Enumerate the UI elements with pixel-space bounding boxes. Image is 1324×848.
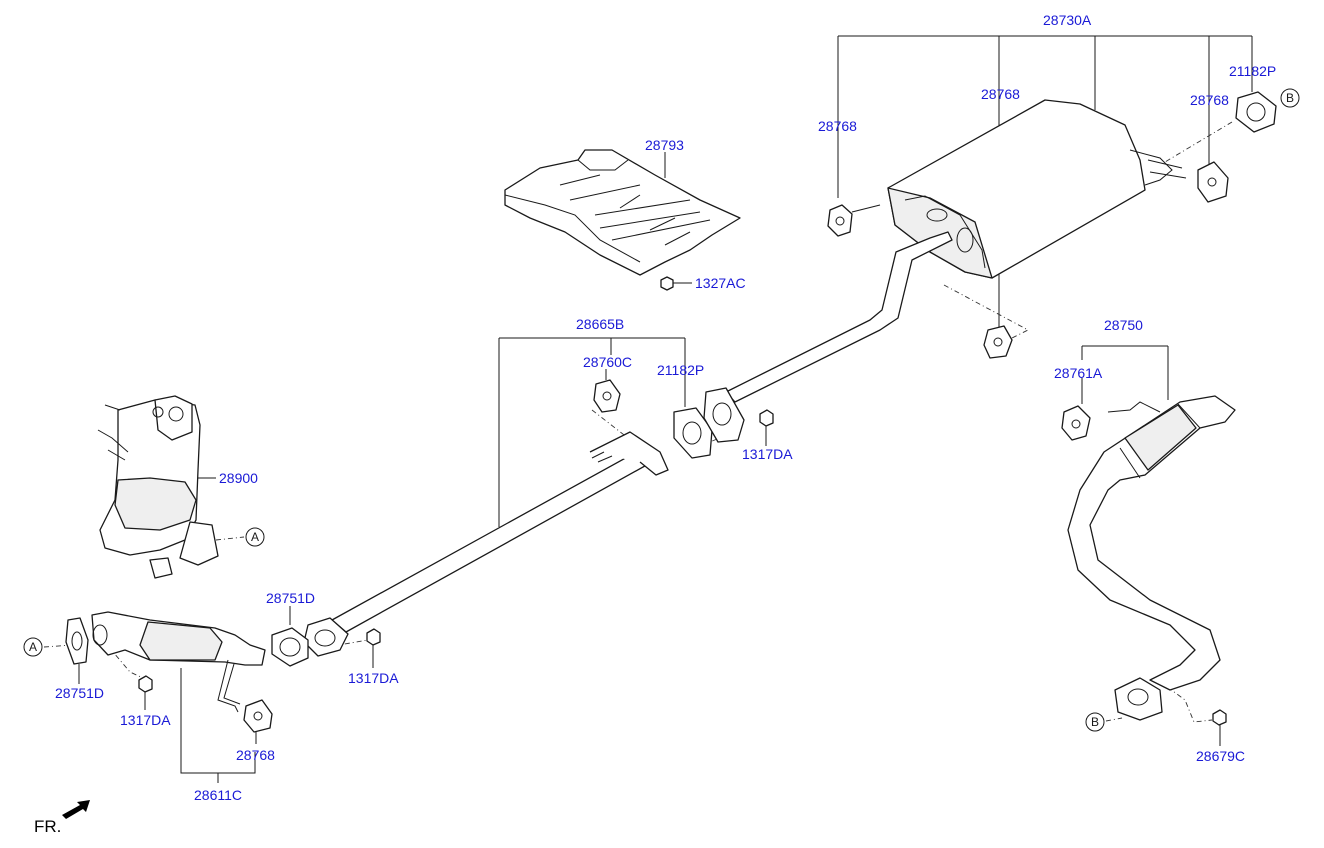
label-21182p-top[interactable]: 21182P xyxy=(1229,63,1276,79)
hanger-28768-c[interactable] xyxy=(1197,161,1229,203)
main-muffler[interactable] xyxy=(725,99,1187,403)
label-28611c[interactable]: 28611C xyxy=(194,787,242,803)
gasket-21182p-top[interactable] xyxy=(1235,91,1277,133)
label-28751d-right[interactable]: 28751D xyxy=(266,590,315,606)
tail-pipe[interactable] xyxy=(1067,395,1236,721)
label-28900[interactable]: 28900 xyxy=(219,470,258,486)
label-28665b[interactable]: 28665B xyxy=(576,316,624,332)
nut-1317da-lower[interactable] xyxy=(366,628,381,646)
gasket-28751d-right[interactable] xyxy=(271,627,309,667)
muffler-inlet-flange xyxy=(703,387,745,443)
nut-1317da-mid[interactable] xyxy=(759,409,774,427)
label-1317da-lower[interactable]: 1317DA xyxy=(348,670,399,686)
nut-28679c[interactable] xyxy=(1212,709,1227,726)
gasket-21182p-mid[interactable] xyxy=(673,407,713,459)
hanger-28761a[interactable] xyxy=(1061,405,1091,441)
front-pipe[interactable] xyxy=(91,611,266,713)
ref-b-upper-text: B xyxy=(1286,91,1294,105)
label-1317da-left[interactable]: 1317DA xyxy=(120,712,171,728)
label-28768-left[interactable]: 28768 xyxy=(818,118,857,134)
label-28730a[interactable]: 28730A xyxy=(1043,12,1092,28)
heat-shield[interactable] xyxy=(504,149,741,276)
label-28768-center[interactable]: 28768 xyxy=(981,86,1020,102)
label-21182p-mid[interactable]: 21182P xyxy=(657,362,704,378)
hanger-28768-d[interactable] xyxy=(243,699,273,733)
ref-a-lower: A xyxy=(23,637,43,657)
gasket-28751d-left[interactable] xyxy=(65,617,89,665)
front-direction-indicator: FR. xyxy=(34,800,90,836)
nut-1327ac[interactable] xyxy=(660,276,674,291)
hanger-28768-b[interactable] xyxy=(983,325,1013,359)
ref-b-lower-text: B xyxy=(1091,715,1099,729)
label-28793[interactable]: 28793 xyxy=(645,137,684,153)
ref-a-upper-text: A xyxy=(251,530,259,544)
front-arrow-icon xyxy=(62,800,90,819)
ref-b-upper: B xyxy=(1280,88,1300,108)
label-28679c[interactable]: 28679C xyxy=(1196,748,1245,764)
label-28761a[interactable]: 28761A xyxy=(1054,365,1103,381)
center-pipe[interactable] xyxy=(303,431,669,657)
ref-a-lower-text: A xyxy=(29,640,37,654)
hanger-28768-a[interactable] xyxy=(827,204,881,237)
part-labels: 28730A 21182P 28768 28768 28768 28793 13… xyxy=(55,12,1276,803)
label-28751d-left[interactable]: 28751D xyxy=(55,685,104,701)
label-28768-right[interactable]: 28768 xyxy=(1190,92,1229,108)
label-1317da-mid[interactable]: 1317DA xyxy=(742,446,793,462)
label-1327ac[interactable]: 1327AC xyxy=(695,275,746,291)
label-28768-bottom[interactable]: 28768 xyxy=(236,747,275,763)
catalytic-converter[interactable] xyxy=(97,395,219,579)
label-28760c[interactable]: 28760C xyxy=(583,354,632,370)
hanger-28760c[interactable] xyxy=(593,379,621,413)
ref-b-lower: B xyxy=(1085,712,1105,732)
nut-1317da-left[interactable] xyxy=(138,675,153,693)
front-label: FR. xyxy=(34,817,61,836)
label-28750[interactable]: 28750 xyxy=(1104,317,1143,333)
ref-a-upper: A xyxy=(245,527,265,547)
